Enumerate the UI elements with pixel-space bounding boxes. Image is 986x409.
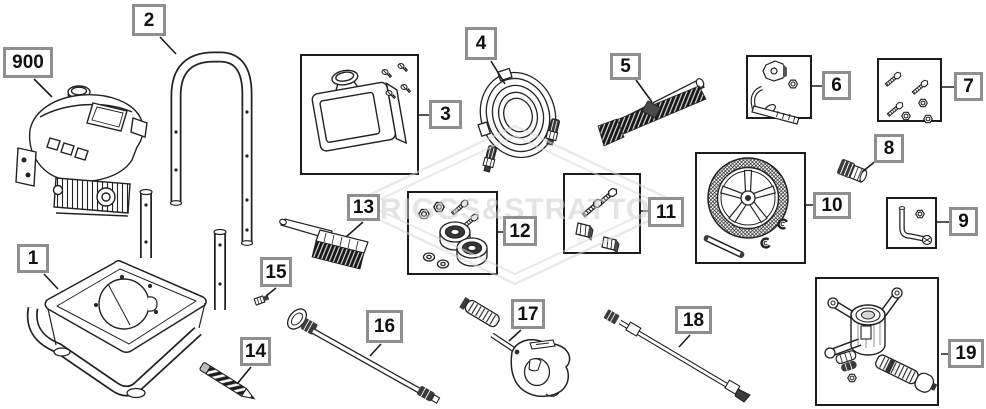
- callout-1-frame[interactable]: 1: [17, 244, 49, 273]
- spray-wand-illustration: [286, 308, 441, 404]
- frame-illustration: [26, 188, 227, 399]
- callout-14-nozzle-tool[interactable]: 14: [240, 337, 271, 366]
- registered-mark: ®: [577, 236, 585, 247]
- lance-illustration: [603, 309, 751, 403]
- callout-6-knob-kit[interactable]: 6: [822, 71, 851, 100]
- clip-kit-illustration: [575, 186, 620, 254]
- foot-kit-illustration: [418, 198, 488, 269]
- hand-brush-illustration: [279, 218, 369, 270]
- kit-box-11: [563, 173, 641, 254]
- callout-13-hand-brush[interactable]: 13: [347, 194, 380, 221]
- handle-illustration: [169, 51, 254, 246]
- callout-10-wheel-kit[interactable]: 10: [813, 192, 851, 219]
- callout-15-nozzle-tip[interactable]: 15: [260, 257, 292, 287]
- callout-17-gun[interactable]: 17: [511, 299, 545, 329]
- adapter-illustration: [837, 159, 868, 183]
- callout-2-handle[interactable]: 2: [132, 4, 166, 36]
- broom-brush-illustration: [597, 78, 707, 147]
- detergent-tank-illustration: [311, 62, 413, 152]
- callout-11-clip-kit[interactable]: 11: [648, 197, 684, 227]
- kit-box-7: [877, 58, 942, 122]
- callout-900-engine[interactable]: 900: [3, 47, 53, 78]
- spray-gun-illustration: [459, 296, 571, 398]
- callout-8-adapter[interactable]: 8: [874, 134, 904, 163]
- nozzle-tool-illustration: [199, 362, 256, 400]
- callout-9-tube-kit[interactable]: 9: [949, 207, 978, 236]
- callout-16-wand[interactable]: 16: [366, 310, 403, 343]
- pump-illustration: [824, 287, 938, 393]
- engine-illustration: [15, 85, 148, 217]
- callout-7-hardware-kit[interactable]: 7: [954, 72, 983, 101]
- leader-lines: [33, 36, 955, 385]
- callout-18-lance[interactable]: 18: [675, 306, 712, 334]
- callout-19-pump[interactable]: 19: [948, 339, 984, 368]
- callout-5-brush[interactable]: 5: [610, 53, 641, 80]
- chemical-tube-illustration: [898, 206, 933, 246]
- hose-illustration: [477, 67, 562, 174]
- callout-3-tank-kit[interactable]: 3: [429, 100, 462, 129]
- callout-12-foot-kit[interactable]: 12: [503, 216, 537, 246]
- nozzle-tip-illustration: [253, 295, 270, 306]
- callout-4-hose[interactable]: 4: [465, 27, 497, 60]
- knob-bolt-kit-illustration: [750, 60, 800, 125]
- wheel-illustration: [703, 157, 789, 258]
